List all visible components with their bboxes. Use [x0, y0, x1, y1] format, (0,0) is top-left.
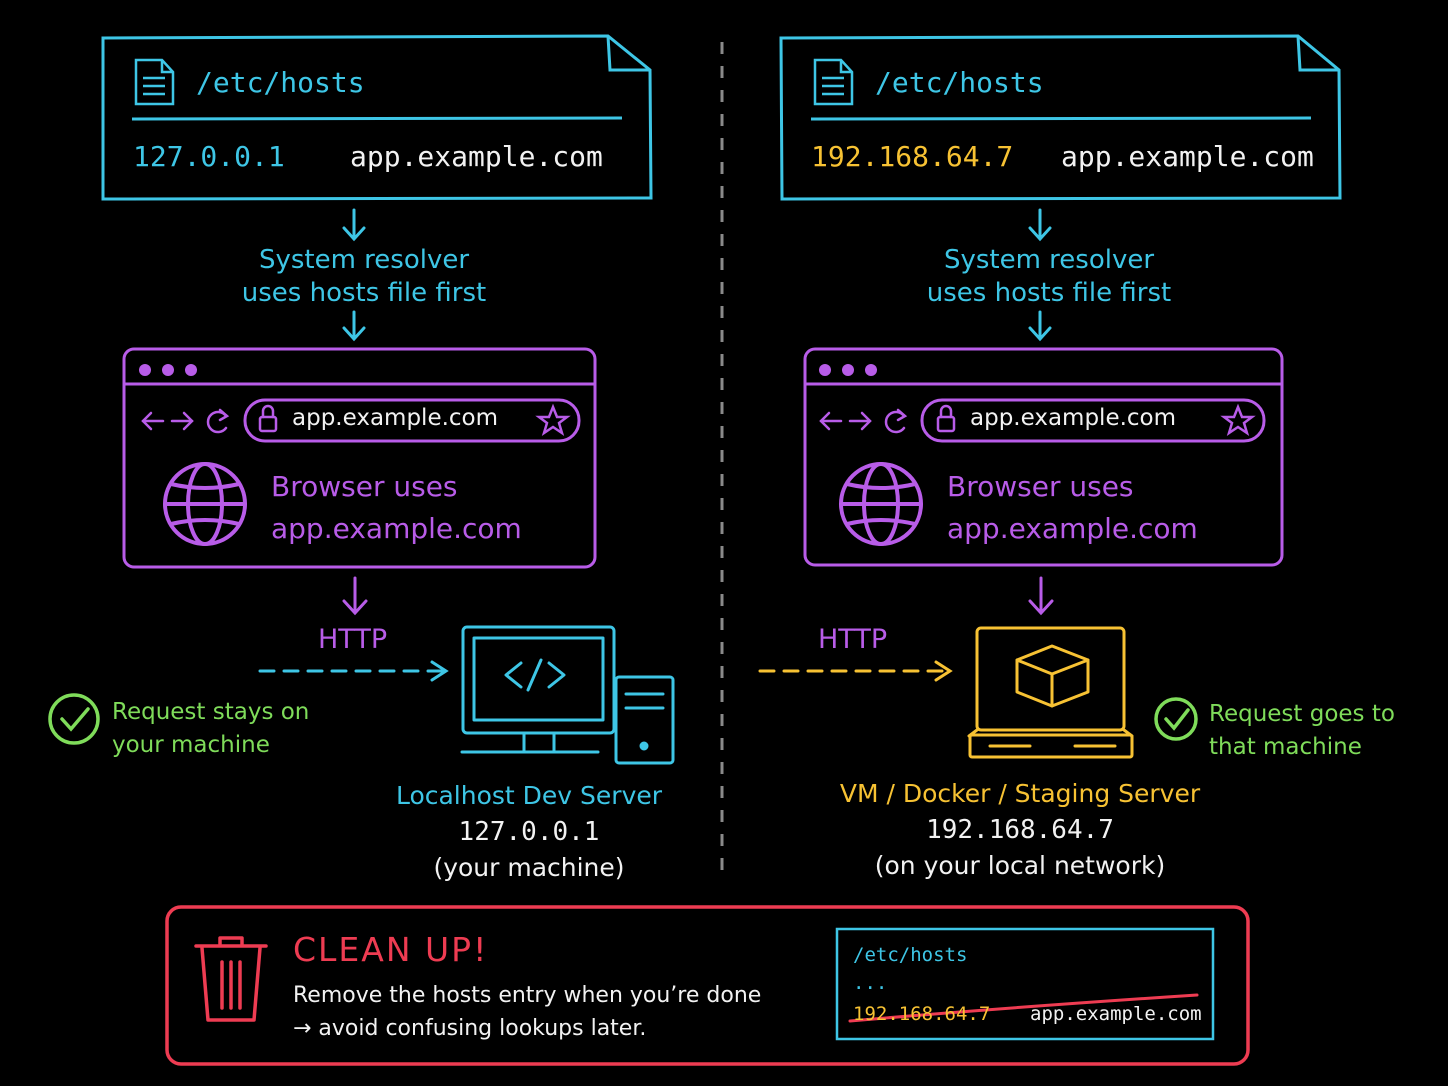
- snippet-ellipsis: ...: [853, 972, 888, 994]
- left-hosts-title: /etc/hosts: [196, 66, 365, 99]
- right-resolver-line2: uses hosts file first: [926, 278, 1172, 308]
- right-note-line2: that machine: [1209, 734, 1362, 760]
- snippet-ip: 192.168.64.7: [853, 1003, 991, 1025]
- left-server-label: Localhost Dev Server 127.0.0.1 (your mac…: [359, 778, 699, 886]
- right-http-arrow: [758, 660, 953, 682]
- right-hosts-ip: 192.168.64.7: [811, 140, 1014, 173]
- left-reload-icon: [206, 408, 230, 434]
- right-globe-icon: [839, 462, 923, 546]
- strikethrough-line: [848, 993, 1199, 1023]
- desktop-computer-icon: [460, 625, 675, 765]
- right-document-icon: [813, 58, 854, 106]
- cleanup-line2: → avoid confusing lookups later.: [293, 1016, 647, 1041]
- left-arrow-down-2: [342, 310, 366, 342]
- trash-icon: [194, 936, 268, 1022]
- right-reload-icon: [884, 408, 908, 434]
- left-resolver-line2: uses hosts file first: [241, 278, 487, 308]
- left-browser-line1: Browser uses: [271, 470, 458, 503]
- right-lock-icon: [936, 404, 956, 433]
- right-resolver-label: System resolver uses hosts file first: [889, 244, 1209, 310]
- right-hosts-host: app.example.com: [1061, 140, 1314, 173]
- left-browser-caption: Browser uses app.example.com: [271, 466, 522, 550]
- left-note: Request stays on your machine: [112, 696, 309, 762]
- left-server-desc: (your machine): [433, 853, 625, 882]
- left-back-arrow-icon: [141, 411, 165, 431]
- left-window-dots: [139, 364, 197, 376]
- right-forward-arrow-icon: [848, 411, 872, 431]
- right-server-name: VM / Docker / Staging Server: [839, 779, 1201, 808]
- right-hosts-file-box: [779, 34, 1342, 201]
- left-browser-line2: app.example.com: [271, 512, 522, 545]
- left-hosts-host: app.example.com: [350, 140, 603, 173]
- right-browser-line2: app.example.com: [947, 512, 1198, 545]
- cleanup-text: Remove the hosts entry when you’re done …: [293, 979, 761, 1045]
- right-http-label: HTTP: [818, 624, 888, 655]
- right-server-desc: (on your local network): [874, 851, 1166, 880]
- right-star-icon: [1220, 403, 1256, 436]
- left-forward-arrow-icon: [170, 411, 194, 431]
- cleanup-line1: Remove the hosts entry when you’re done: [293, 983, 762, 1008]
- cleanup-title: CLEAN UP!: [293, 930, 489, 969]
- server-laptop-icon: [967, 626, 1134, 759]
- cleanup-box: [165, 905, 1250, 1066]
- snippet-host: app.example.com: [1030, 1003, 1202, 1025]
- left-note-line2: your machine: [112, 732, 270, 758]
- left-http-label: HTTP: [318, 624, 388, 655]
- left-server-name: Localhost Dev Server: [395, 781, 663, 810]
- right-check-icon: [1154, 697, 1198, 741]
- right-address-bar-url[interactable]: app.example.com: [970, 405, 1177, 431]
- right-arrow-down-2: [1028, 310, 1052, 342]
- left-http-arrow: [258, 660, 449, 682]
- right-note: Request goes to that machine: [1209, 698, 1395, 764]
- left-hosts-ip: 127.0.0.1: [133, 140, 285, 173]
- left-resolver-label: System resolver uses hosts file first: [204, 244, 524, 310]
- left-document-icon: [134, 58, 175, 106]
- right-browser-window: [803, 347, 1284, 567]
- right-arrow-down-1: [1028, 208, 1052, 242]
- left-lock-icon: [258, 404, 278, 433]
- left-address-bar-url[interactable]: app.example.com: [292, 405, 499, 431]
- right-browser-caption: Browser uses app.example.com: [947, 466, 1198, 550]
- left-arrow-down-3: [342, 576, 368, 616]
- left-arrow-down-1: [342, 208, 366, 242]
- right-window-dots: [819, 364, 877, 376]
- right-hosts-title: /etc/hosts: [875, 66, 1044, 99]
- cleanup-hosts-snippet-box: [835, 927, 1215, 1041]
- right-note-line1: Request goes to: [1209, 701, 1395, 727]
- left-browser-window: [122, 347, 597, 569]
- left-server-ip: 127.0.0.1: [458, 817, 600, 847]
- right-back-arrow-icon: [819, 411, 843, 431]
- right-arrow-down-3: [1028, 576, 1054, 616]
- snippet-title: /etc/hosts: [853, 944, 968, 966]
- left-star-icon: [535, 403, 571, 436]
- left-note-line1: Request stays on: [112, 699, 310, 725]
- left-hosts-file-box: [101, 34, 653, 201]
- right-resolver-line1: System resolver: [943, 245, 1155, 275]
- left-globe-icon: [163, 462, 247, 546]
- left-resolver-line1: System resolver: [258, 245, 470, 275]
- left-check-icon: [48, 693, 100, 745]
- right-browser-line1: Browser uses: [947, 470, 1134, 503]
- right-server-label: VM / Docker / Staging Server 192.168.64.…: [810, 776, 1230, 884]
- right-server-ip: 192.168.64.7: [926, 815, 1114, 845]
